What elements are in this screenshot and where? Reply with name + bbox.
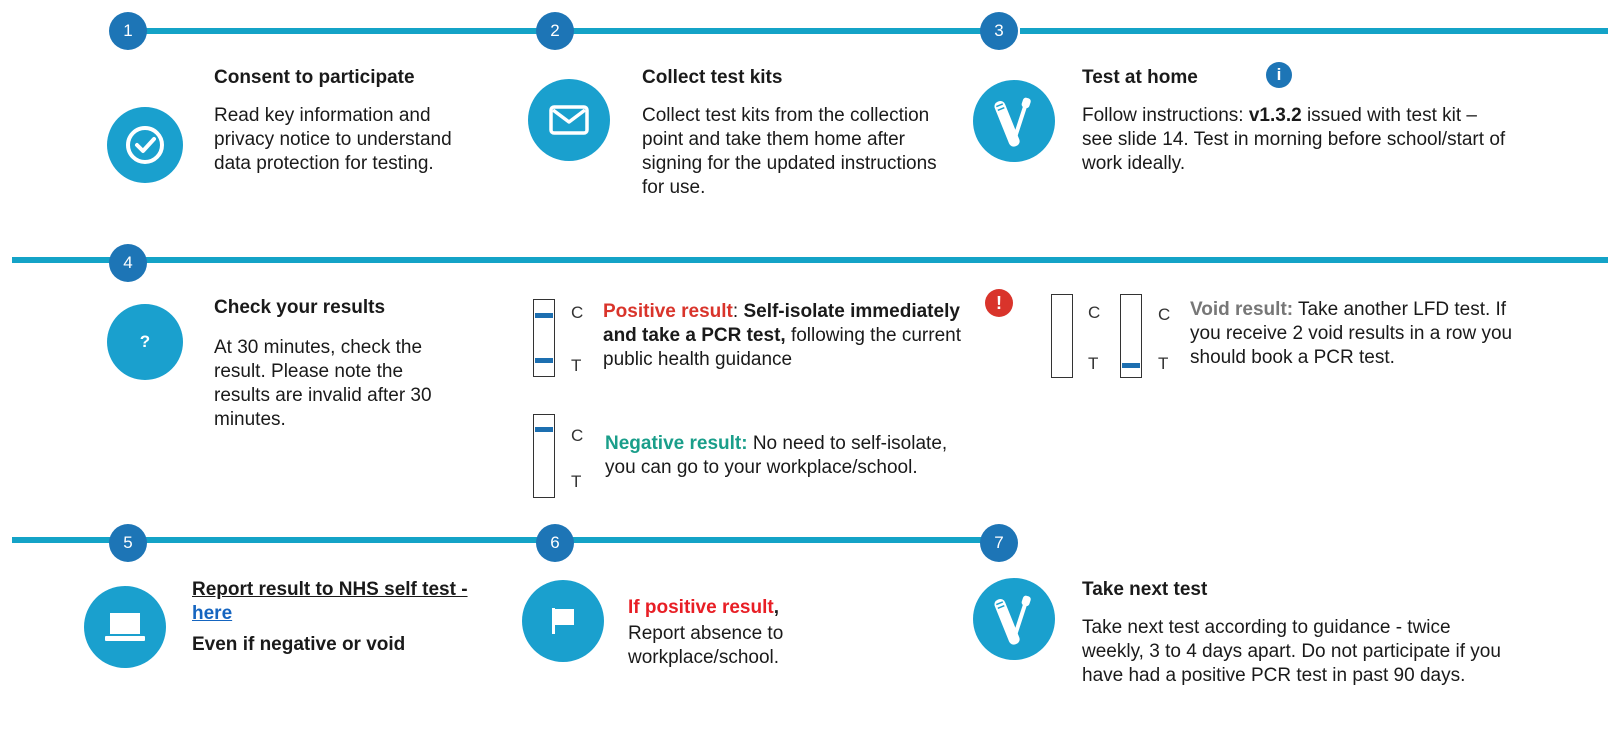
swab-tube-icon <box>973 80 1055 162</box>
void-test-strip-empty <box>1051 294 1073 378</box>
step-number-7: 7 <box>980 524 1018 562</box>
step-2-body: Collect test kits from the collection po… <box>642 105 937 198</box>
step-number-2: 2 <box>536 12 574 50</box>
step-3-body: Follow instructions: v1.3.2 issued with … <box>1082 105 1506 174</box>
negative-result-text: Negative result: No need to self-isolate… <box>605 433 948 478</box>
step-number-5: 5 <box>109 524 147 562</box>
strip-t-label: T <box>571 472 582 491</box>
flag-icon <box>522 580 604 662</box>
strip-t-label: T <box>1158 354 1169 373</box>
divider-line <box>560 28 1000 34</box>
divider-line <box>12 257 1608 263</box>
divider-line <box>12 537 540 543</box>
step-number-6: 6 <box>536 524 574 562</box>
alert-icon: ! <box>985 289 1013 317</box>
void-result-text: Void result: Take another LFD test. If y… <box>1190 299 1513 368</box>
step-4-title: Check your results <box>214 297 386 318</box>
positive-result-text: Positive result: Self-isolate immediatel… <box>603 301 961 370</box>
step-6-body: Report absence to workplace/school. <box>628 623 784 668</box>
step-3-title: Test at home <box>1082 67 1198 88</box>
step-number-4: 4 <box>109 244 147 282</box>
question-mark-icon: ? <box>107 304 183 380</box>
envelope-icon <box>528 79 610 161</box>
divider-line <box>1020 28 1608 34</box>
step-1-title: Consent to participate <box>214 67 415 88</box>
strip-c-label: C <box>571 303 584 322</box>
laptop-icon <box>84 586 166 668</box>
step-number-3: 3 <box>980 12 1018 50</box>
negative-test-strip <box>533 414 555 498</box>
strip-c-label: C <box>1088 303 1101 322</box>
strip-t-label: T <box>571 356 582 375</box>
void-test-strip-t-only <box>1120 294 1142 378</box>
report-link[interactable]: here <box>192 603 233 624</box>
step-2-title: Collect test kits <box>642 67 783 88</box>
strip-c-label: C <box>1158 305 1171 324</box>
info-icon[interactable]: i <box>1266 62 1292 88</box>
step-4-body: At 30 minutes, check the result. Please … <box>214 337 432 430</box>
divider-line <box>560 537 1000 543</box>
strip-t-label: T <box>1088 354 1099 373</box>
step-7-title: Take next test <box>1082 579 1208 600</box>
divider-line <box>140 28 540 34</box>
step-5-subtitle: Even if negative or void <box>192 634 406 655</box>
step-5-title: Report result to NHS self test - here <box>192 579 468 624</box>
step-1-body: Read key information and privacy notice … <box>214 105 452 174</box>
swab-tube-icon <box>973 578 1055 660</box>
positive-test-strip <box>533 299 555 377</box>
checkmark-icon <box>107 107 183 183</box>
step-6-title: If positive result, <box>628 597 779 618</box>
step-number-1: 1 <box>109 12 147 50</box>
step-7-body: Take next test according to guidance - t… <box>1082 617 1501 686</box>
strip-c-label: C <box>571 426 584 445</box>
